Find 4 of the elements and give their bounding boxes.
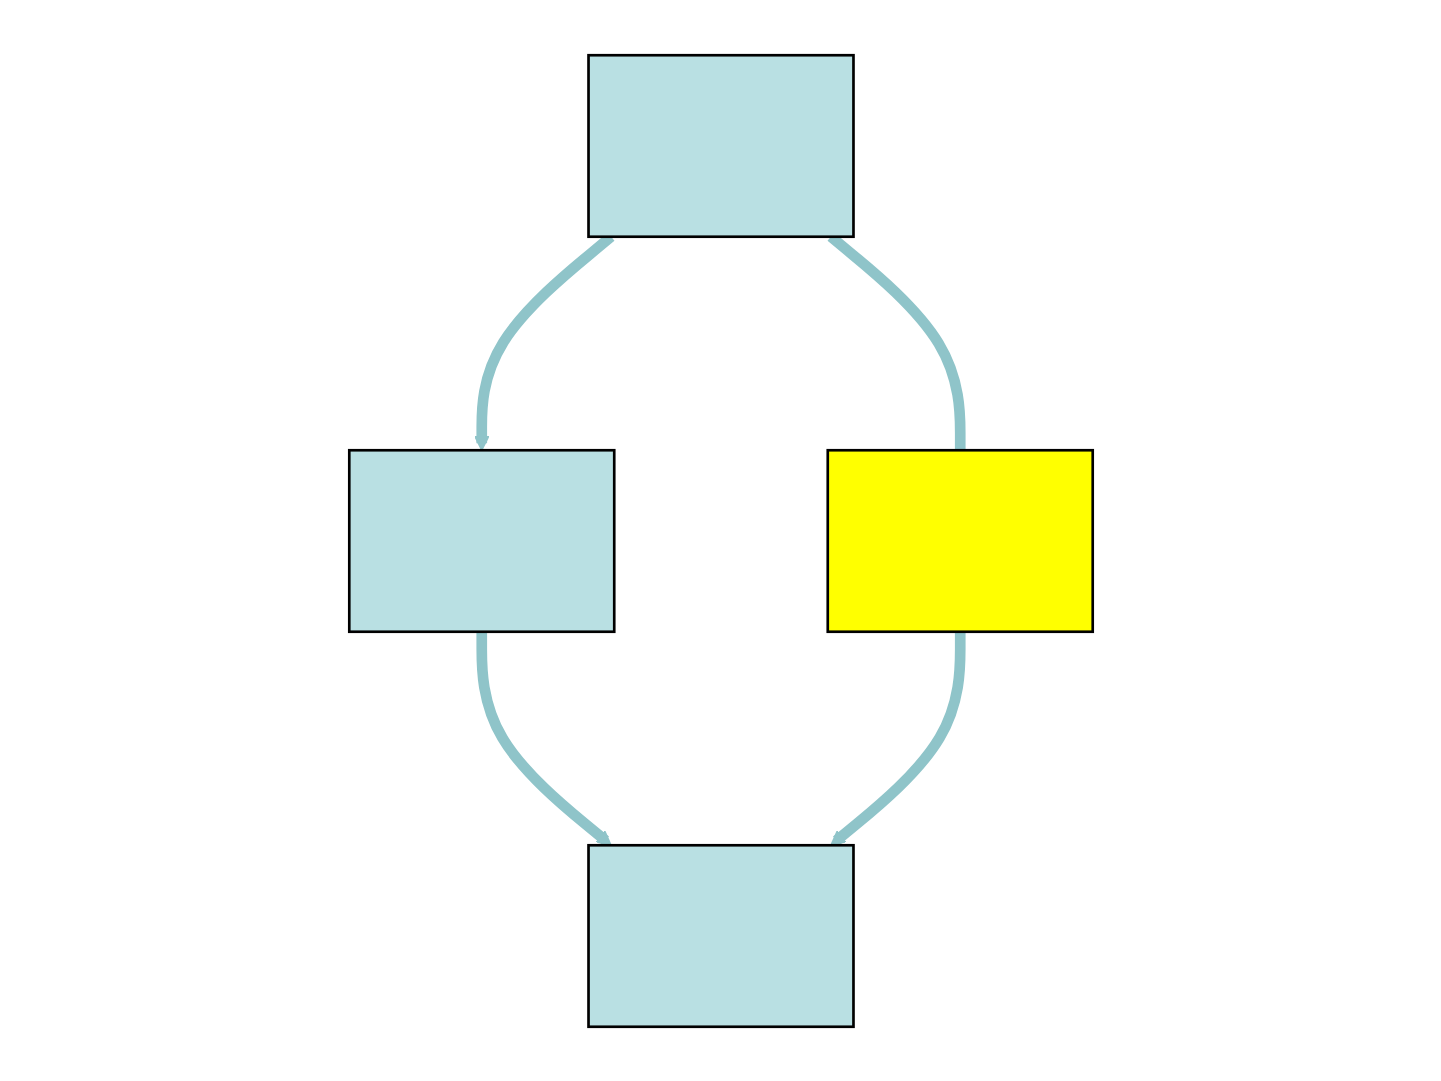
node-box — [347, 448, 616, 633]
node-box — [586, 843, 855, 1028]
node-box — [825, 448, 1094, 633]
node-box — [586, 53, 855, 238]
